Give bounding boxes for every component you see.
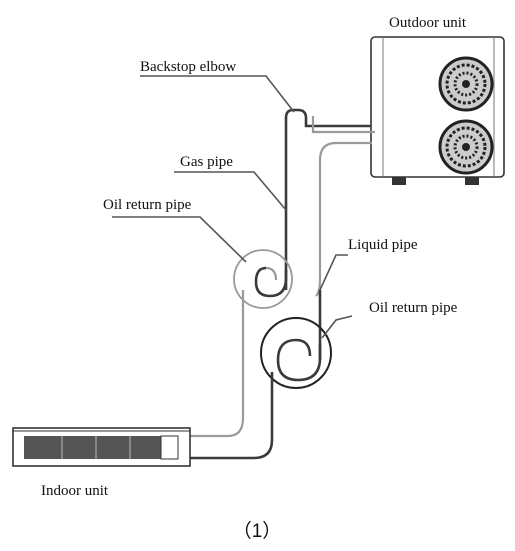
oil-return-pipe-top-label: Oil return pipe (103, 197, 192, 213)
figure-caption: （1） (233, 520, 282, 542)
outdoor-unit (370, 36, 505, 185)
leader-backstop-elbow (140, 75, 295, 113)
oil-return-loop-top (190, 249, 293, 438)
indoor-unit-label: Indoor unit (41, 483, 109, 499)
gas-pipe-label: Gas pipe (180, 154, 233, 170)
outdoor-unit-label: Outdoor unit (389, 15, 467, 31)
indoor-unit (12, 427, 191, 467)
fan-icon (438, 56, 494, 112)
oil-return-pipe-bottom-label: Oil return pipe (369, 300, 458, 316)
leader-oil-return-bottom (321, 315, 353, 339)
oil-return-loop-bottom (190, 317, 332, 460)
leader-gas-pipe (174, 171, 287, 211)
outdoor-unit-foot-right (465, 177, 479, 185)
outdoor-unit-foot-left (392, 177, 406, 185)
gas-pipe (284, 108, 375, 290)
leader-liquid-pipe (319, 254, 348, 291)
indoor-unit-coil (24, 436, 161, 459)
backstop-elbow-label: Backstop elbow (140, 59, 236, 75)
leader-oil-return-top (112, 216, 247, 263)
fan-icon (438, 119, 494, 175)
liquid-pipe-label: Liquid pipe (348, 237, 418, 253)
